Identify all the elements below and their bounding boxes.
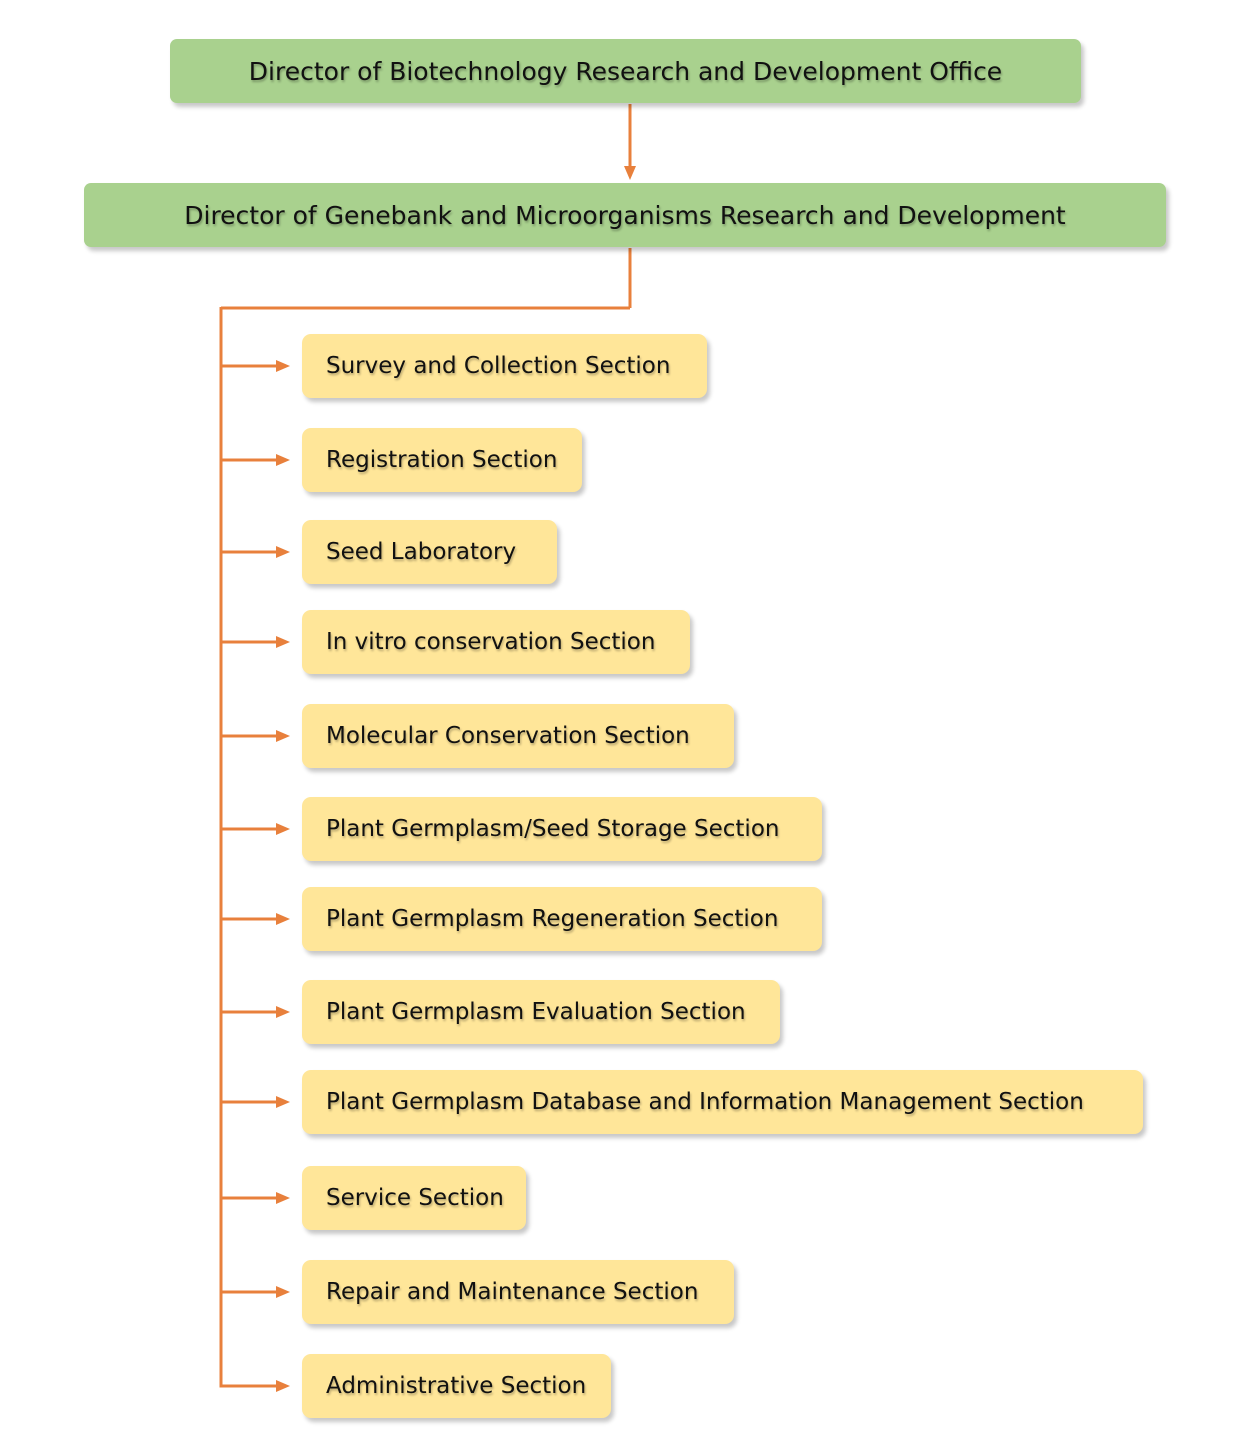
section-label: Molecular Conservation Section bbox=[326, 723, 690, 749]
section-box-seed-laboratory: Seed Laboratory bbox=[302, 520, 557, 584]
section-label: Plant Germplasm Regeneration Section bbox=[326, 906, 779, 932]
director-genebank-label: Director of Genebank and Microorganisms … bbox=[184, 200, 1066, 230]
section-label: Seed Laboratory bbox=[326, 539, 517, 565]
section-arrowhead bbox=[276, 730, 290, 742]
section-arrowhead bbox=[276, 454, 290, 466]
section-arrowhead bbox=[276, 1192, 290, 1204]
section-box-molecular-conservation: Molecular Conservation Section bbox=[302, 704, 734, 768]
director-biotechnology-label: Director of Biotechnology Research and D… bbox=[248, 56, 1003, 86]
section-label: In vitro conservation Section bbox=[326, 629, 656, 655]
section-box-regeneration: Plant Germplasm Regeneration Section bbox=[302, 887, 822, 951]
section-arrowhead bbox=[276, 1286, 290, 1298]
section-arrowhead bbox=[276, 360, 290, 372]
section-arrowhead bbox=[276, 913, 290, 925]
director-genebank-box: Director of Genebank and Microorganisms … bbox=[84, 183, 1166, 247]
section-label: Survey and Collection Section bbox=[326, 353, 671, 379]
section-box-in-vitro-conservation: In vitro conservation Section bbox=[302, 610, 690, 674]
section-arrowhead bbox=[276, 823, 290, 835]
section-box-administrative: Administrative Section bbox=[302, 1354, 611, 1418]
section-label: Repair and Maintenance Section bbox=[326, 1279, 699, 1305]
section-box-repair-maintenance: Repair and Maintenance Section bbox=[302, 1260, 734, 1324]
section-label: Plant Germplasm/Seed Storage Section bbox=[326, 816, 780, 842]
section-box-seed-storage: Plant Germplasm/Seed Storage Section bbox=[302, 797, 822, 861]
section-label: Registration Section bbox=[326, 447, 558, 473]
section-box-database-information-management: Plant Germplasm Database and Information… bbox=[302, 1070, 1143, 1134]
section-arrowhead bbox=[276, 1096, 290, 1108]
section-box-registration: Registration Section bbox=[302, 428, 582, 492]
section-arrowhead bbox=[276, 546, 290, 558]
section-label: Service Section bbox=[326, 1185, 504, 1211]
section-arrowhead bbox=[276, 636, 290, 648]
section-box-service: Service Section bbox=[302, 1166, 526, 1230]
section-label: Plant Germplasm Evaluation Section bbox=[326, 999, 746, 1025]
section-label: Plant Germplasm Database and Information… bbox=[326, 1089, 1084, 1115]
section-box-survey-collection: Survey and Collection Section bbox=[302, 334, 707, 398]
director-link-arrowhead bbox=[624, 166, 636, 180]
section-arrowhead bbox=[276, 1380, 290, 1392]
section-box-evaluation: Plant Germplasm Evaluation Section bbox=[302, 980, 780, 1044]
director-biotechnology-box: Director of Biotechnology Research and D… bbox=[170, 39, 1081, 103]
section-label: Administrative Section bbox=[326, 1373, 587, 1399]
section-arrowhead bbox=[276, 1006, 290, 1018]
